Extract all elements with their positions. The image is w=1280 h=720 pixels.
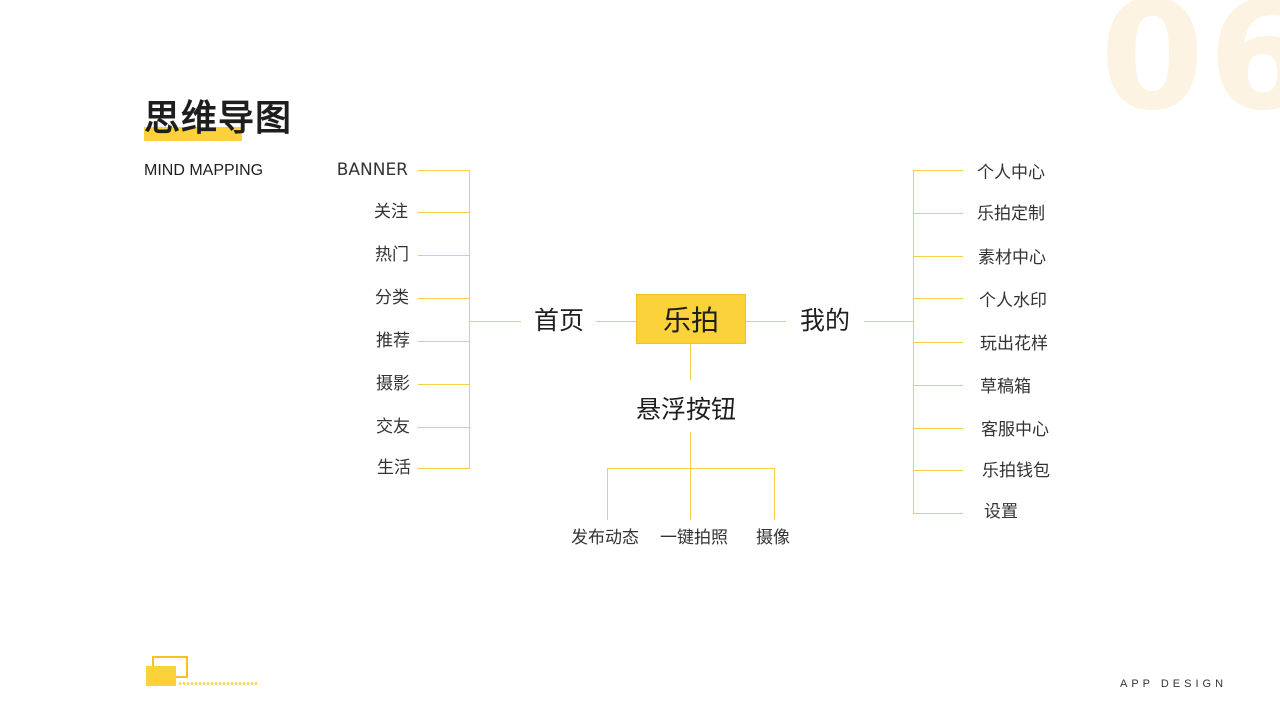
connector-line bbox=[418, 468, 470, 469]
bottom-leaf: 一键拍照 bbox=[660, 528, 728, 548]
connector-line bbox=[913, 428, 963, 429]
connector-line bbox=[418, 384, 470, 385]
left-leaf: 分类 bbox=[375, 288, 409, 308]
page-subtitle: MIND MAPPING bbox=[144, 162, 264, 179]
title-accent-bar bbox=[144, 127, 242, 141]
connector-line bbox=[913, 513, 963, 514]
connector-line bbox=[418, 298, 470, 299]
right-leaf: 乐拍定制 bbox=[977, 204, 1045, 224]
connector-line bbox=[746, 321, 786, 322]
connector-line bbox=[913, 385, 963, 386]
connector-line bbox=[418, 170, 470, 171]
bottom-leaf: 发布动态 bbox=[571, 528, 639, 548]
connector-line bbox=[418, 212, 470, 213]
connector-line bbox=[913, 298, 963, 299]
left-leaf: 摄影 bbox=[376, 374, 410, 394]
right-leaf: 个人中心 bbox=[977, 163, 1045, 183]
footer-label: APP DESIGN bbox=[1120, 678, 1228, 690]
left-leaf: 生活 bbox=[377, 458, 411, 478]
connector-line bbox=[864, 321, 914, 322]
branch-home: 首页 bbox=[534, 306, 585, 335]
right-leaf: 个人水印 bbox=[979, 291, 1047, 311]
left-leaf: 推荐 bbox=[376, 331, 410, 351]
right-leaf: 草稿箱 bbox=[980, 377, 1031, 397]
connector-line bbox=[469, 170, 470, 469]
connector-line bbox=[596, 321, 636, 322]
branch-mine: 我的 bbox=[800, 306, 851, 335]
connector-line bbox=[913, 470, 963, 471]
connector-line bbox=[913, 342, 963, 343]
connector-line bbox=[913, 170, 963, 171]
connector-line bbox=[607, 468, 608, 520]
left-leaf: 关注 bbox=[374, 202, 408, 222]
page-title: 思维导图 bbox=[144, 98, 293, 139]
branch-floating-button: 悬浮按钮 bbox=[636, 395, 737, 424]
decor-filled-rect bbox=[146, 666, 176, 686]
connector-line bbox=[690, 344, 691, 380]
decor-dotted-line bbox=[178, 682, 258, 685]
right-leaf: 素材中心 bbox=[978, 248, 1046, 268]
bottom-leaf: 摄像 bbox=[756, 528, 790, 548]
connector-line bbox=[418, 341, 470, 342]
page-number-watermark: 06 bbox=[1100, 0, 1280, 144]
right-leaf: 设置 bbox=[984, 502, 1018, 522]
central-node: 乐拍 bbox=[636, 294, 746, 344]
connector-line bbox=[469, 321, 521, 322]
central-node-label: 乐拍 bbox=[662, 304, 719, 337]
connector-line bbox=[913, 213, 963, 214]
left-leaf: 交友 bbox=[376, 417, 410, 437]
connector-line bbox=[690, 432, 691, 468]
connector-line bbox=[418, 427, 470, 428]
left-leaf: 热门 bbox=[375, 245, 409, 265]
connector-line bbox=[690, 468, 691, 520]
connector-line bbox=[607, 468, 775, 469]
right-leaf: 客服中心 bbox=[981, 420, 1049, 440]
right-leaf: 玩出花样 bbox=[980, 334, 1048, 354]
connector-line bbox=[774, 468, 775, 520]
title-block: 思维导图 bbox=[144, 96, 292, 142]
connector-line bbox=[913, 256, 963, 257]
right-leaf: 乐拍钱包 bbox=[982, 461, 1050, 481]
left-leaf: BANNER bbox=[336, 160, 408, 180]
connector-line bbox=[418, 255, 470, 256]
